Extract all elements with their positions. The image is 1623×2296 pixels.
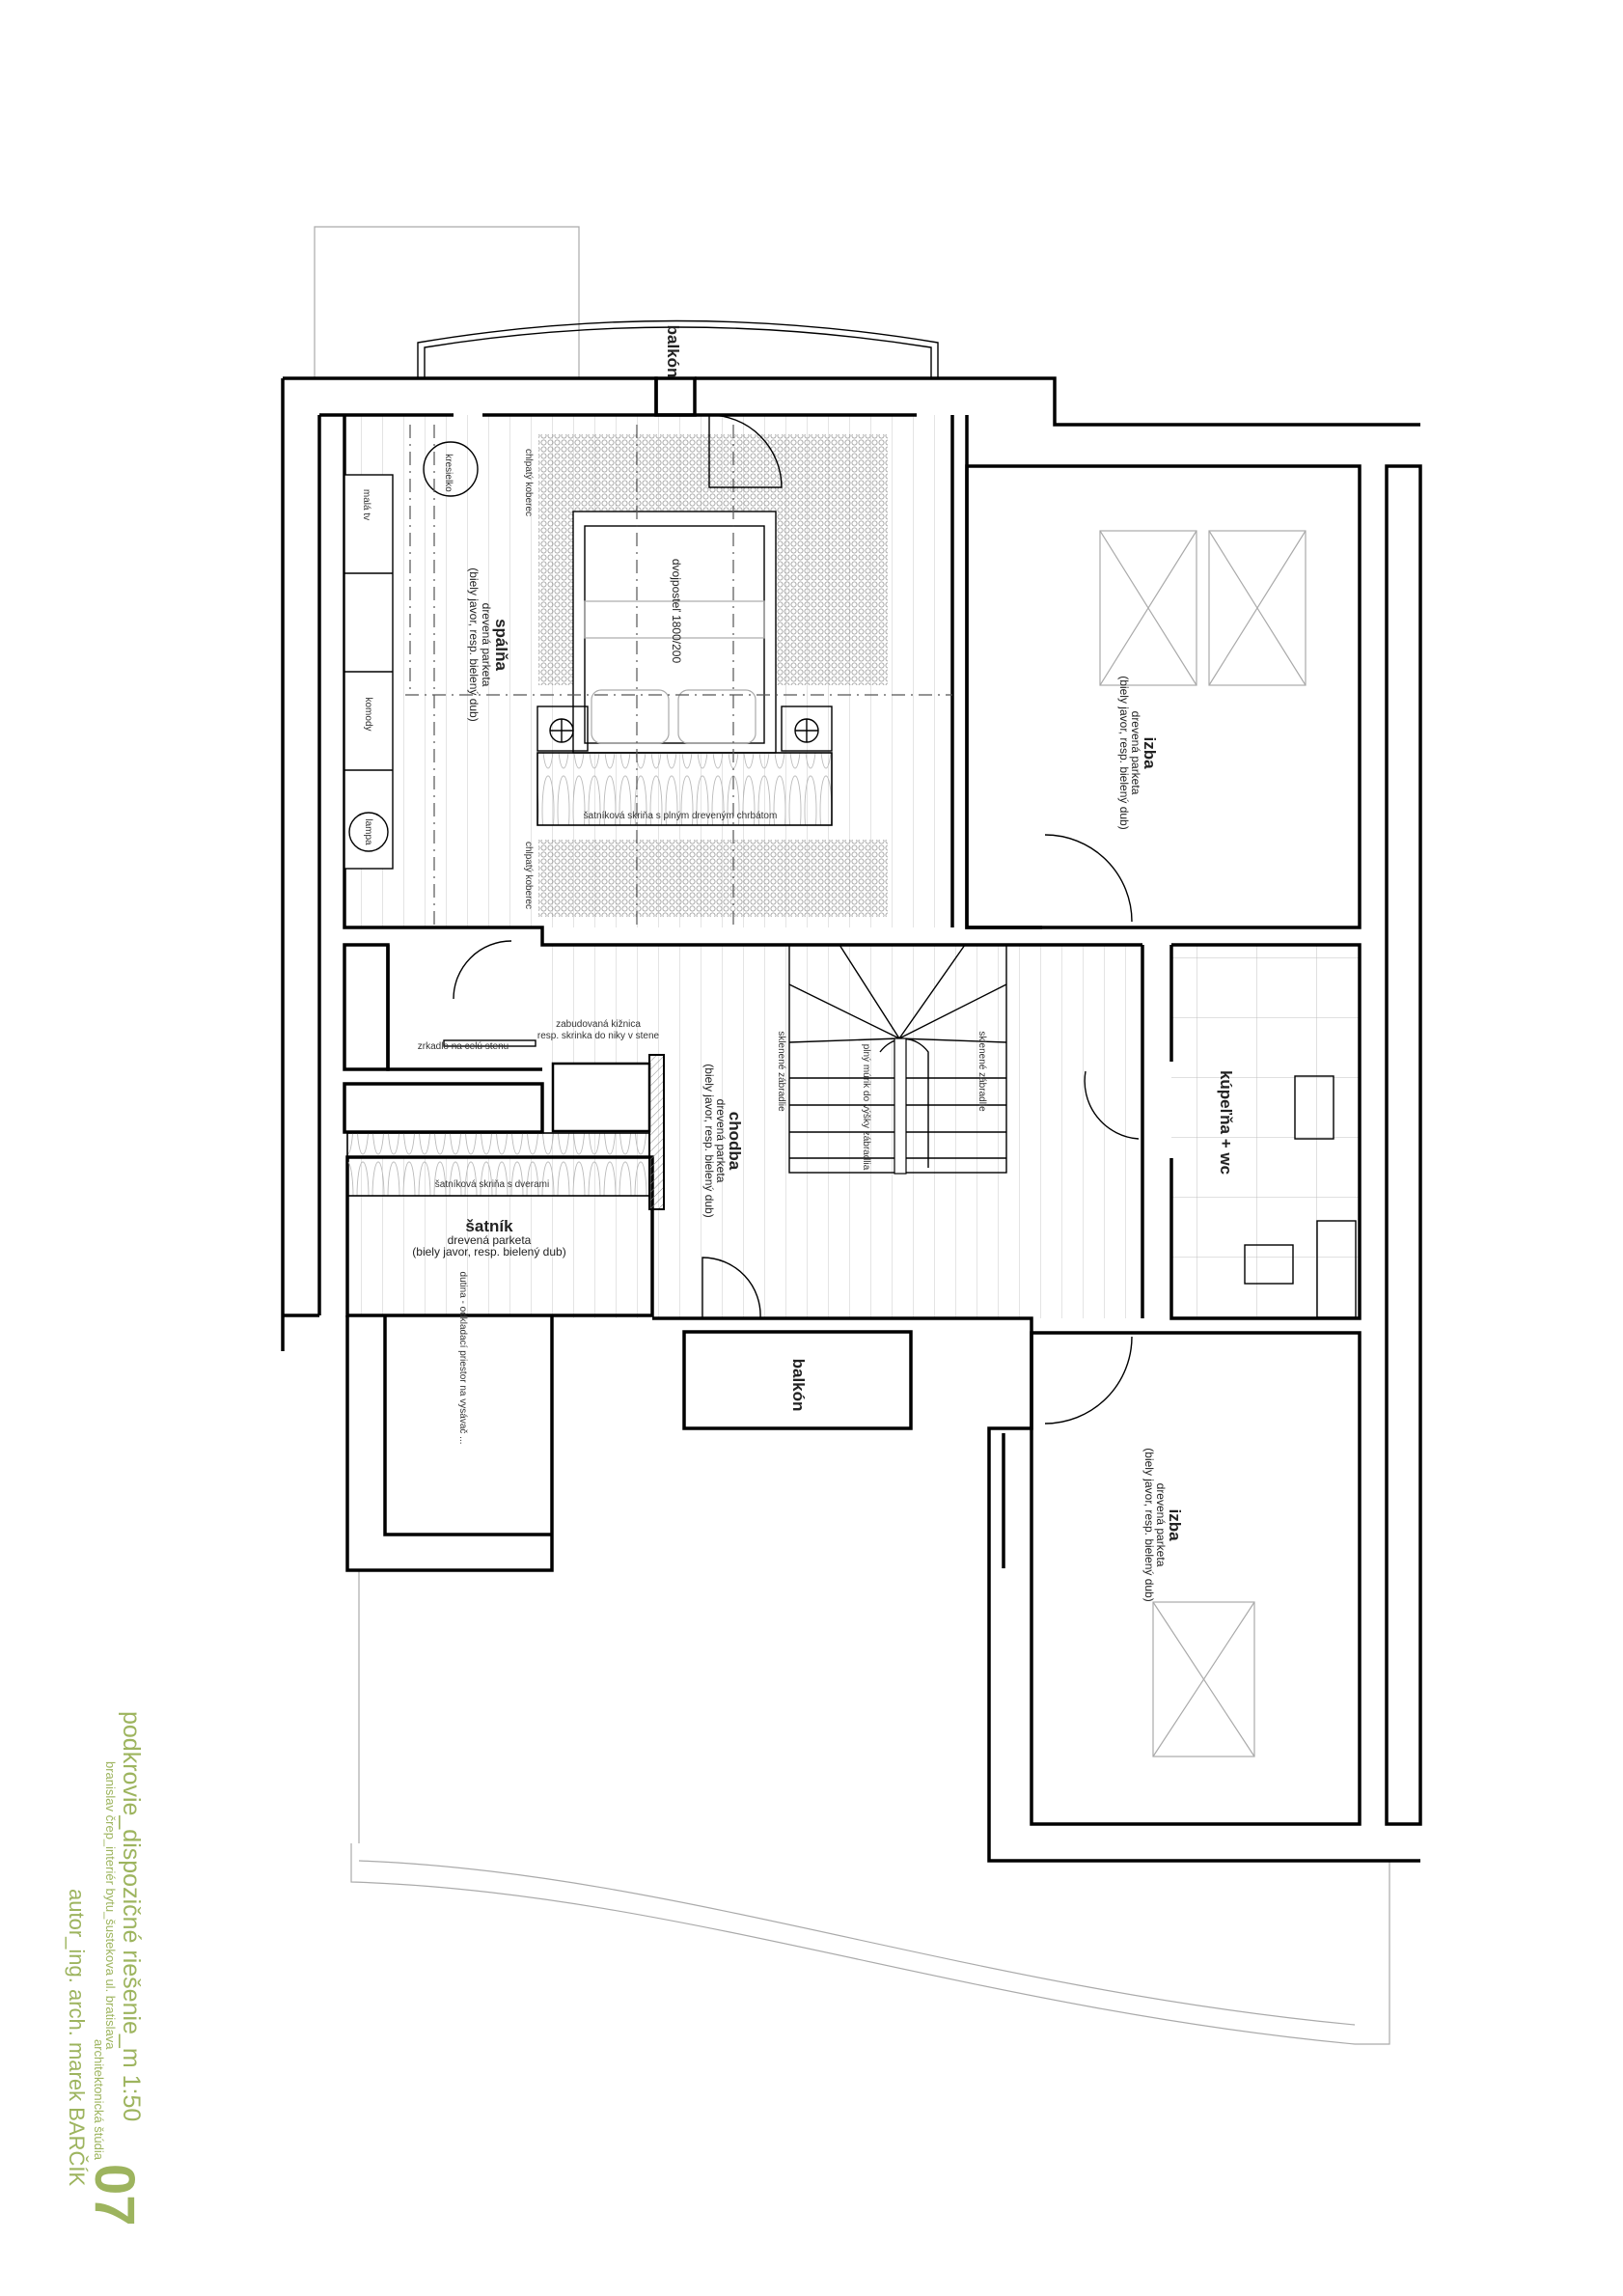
label-bedroom-wardrobe: šatníková skriňa s plným dreveným chrbát… [584,811,778,821]
label-mirror: zrkadlo na celú stenu [418,1041,509,1052]
door-hall [701,1257,761,1319]
label-hall: chodba [726,1112,744,1171]
walls [281,376,1422,1863]
lamp-icon [348,812,389,852]
label-bathroom: kúpeľňa + wc [1217,1070,1235,1175]
nightstand-left [536,705,589,752]
door-balcony [708,414,783,488]
label-cavity: dutina - odkladací priestor na vysávač .… [457,1272,468,1445]
armchair [423,441,479,497]
project-name: branislav črep_interiér bytu_šustekova u… [103,1761,118,2050]
project-stage: architektonická štúdia [92,2039,106,2161]
label-bed: dvojposteľ 1800/200 [670,559,683,664]
label-tv: malá tv [361,489,371,520]
label-closet-wardrobe: šatníková skriňa s dverami [435,1179,549,1190]
closet-wardrobe [346,1132,650,1197]
label-room-bottom-floor: drevená parketa [1154,1483,1168,1567]
label-room-top: izba [1141,736,1159,769]
rooflights [1099,530,1307,1757]
bathroom-tiles [1171,945,1360,1318]
author: autor_ing. arch. marek BARČÍK [65,1889,89,2186]
label-glass-railing-left: sklenené zábradlie [776,1031,786,1112]
label-room-bottom-material: (biely javor, resp. bielený dub) [1142,1448,1156,1601]
title-block: podkrovie_dispozičné riešenie_m 1:50 bra… [65,1711,146,2227]
bed [572,511,777,754]
toilet [1244,1244,1294,1285]
label-balcony-bottom: balkón [789,1359,808,1412]
staircase [788,944,1007,1175]
sheet-title: podkrovie_dispozičné riešenie_m 1:50 [118,1711,145,2121]
balcony-top [417,319,939,378]
label-bookcase-1: zabudovaná kižnica [556,1019,641,1030]
label-bookcase-2: resp. skrinka do niky v stene [537,1031,660,1041]
label-carpet-bottom: chlpatý koberec [523,842,534,909]
bookcase [551,1062,651,1133]
washbasin [1294,1075,1334,1140]
carpet-bottom [538,840,888,917]
label-closet: šatník [465,1217,513,1235]
label-dressers: komody [363,697,373,731]
label-hall-floor: drevená parketa [714,1099,728,1183]
bedroom-wardrobe [536,752,833,826]
terrace-outline [314,226,1390,2045]
label-bedroom-material: (biely javor, resp. bielený dub) [467,567,481,721]
label-hall-material: (biely javor, resp. bielený dub) [702,1064,716,1217]
label-closet-material: (biely javor, resp. bielený dub) [412,1245,565,1259]
label-room-top-material: (biely javor, resp. bielený dub) [1117,676,1131,829]
sheet-number: 07 [83,2164,146,2227]
label-closet-floor: drevená parketa [448,1233,532,1247]
label-room-top-floor: drevená parketa [1129,711,1142,795]
label-stair-wall: plný múrik do výšky zábradlia [861,1044,871,1171]
label-glass-railing-right: sklenené zábradlie [977,1031,987,1112]
nightstand-right [781,705,833,752]
label-balcony-top: balkón [664,325,682,378]
mirror [443,1039,536,1047]
label-armchair: kresielko [443,454,454,492]
label-bedroom-floor: drevená parketa [480,603,493,687]
label-room-bottom: izba [1166,1508,1184,1541]
label-bedroom: spálňa [492,619,510,671]
label-carpet-top: chlpatý koberec [523,449,534,516]
label-lamp: lampa [363,818,373,845]
